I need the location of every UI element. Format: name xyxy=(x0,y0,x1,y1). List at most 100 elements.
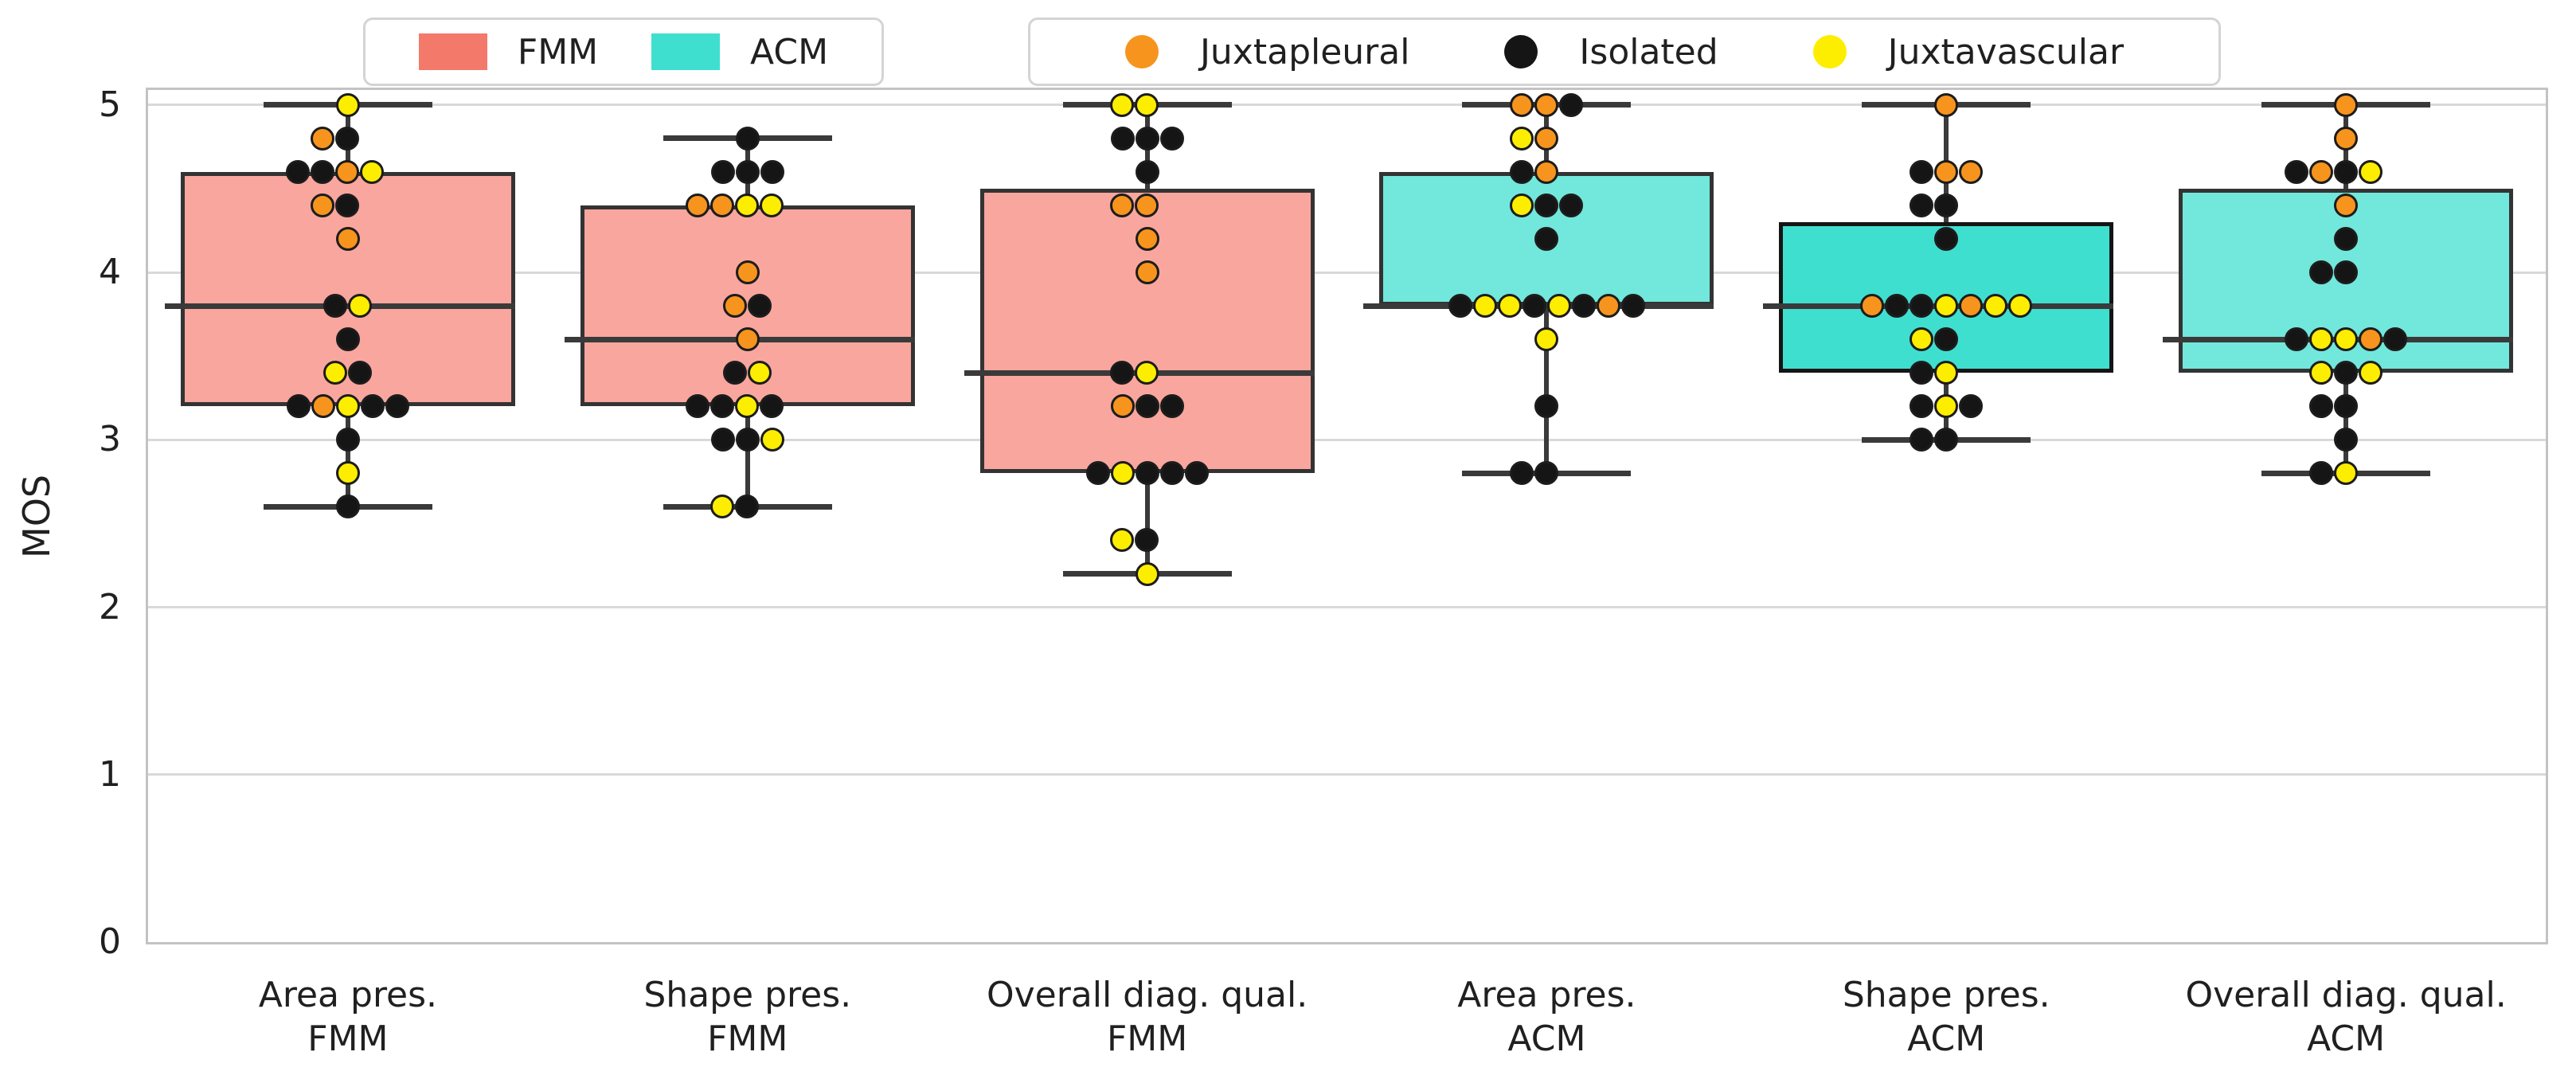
legend-swatch-icon xyxy=(651,33,721,70)
dot-black xyxy=(1534,194,1559,218)
dot-black xyxy=(1110,126,1135,151)
dot-black xyxy=(686,394,710,419)
y-tick-label: 4 xyxy=(99,252,121,293)
dot-black xyxy=(2308,394,2333,419)
dot-orange xyxy=(2334,194,2359,218)
x-tick-line1: Area pres. xyxy=(258,975,438,1015)
dot-orange xyxy=(1534,160,1558,184)
dot-yellow xyxy=(2333,461,2358,486)
dot-orange xyxy=(335,160,360,184)
dot-black xyxy=(1959,394,1984,419)
y-axis-label: MOS xyxy=(15,474,58,558)
dot-black xyxy=(735,428,760,452)
dot-black xyxy=(1910,294,1934,319)
dot-black xyxy=(360,394,385,419)
x-tick-line2: FMM xyxy=(307,1018,389,1059)
dot-black xyxy=(335,126,360,151)
dot-orange xyxy=(1959,294,1984,319)
x-tick-line1: Overall diag. qual. xyxy=(2185,975,2507,1015)
plot-area xyxy=(146,88,2548,944)
x-tick-label: Overall diag. qual.ACM xyxy=(2146,973,2546,1061)
dot-black xyxy=(1534,461,1558,486)
dot-black xyxy=(385,394,409,419)
x-tick-line2: ACM xyxy=(1507,1018,1586,1059)
legend-swatch-icon xyxy=(418,33,487,70)
dot-yellow xyxy=(2309,361,2334,385)
dot-orange xyxy=(2308,160,2333,184)
dot-black xyxy=(748,294,772,319)
y-tick-label: 5 xyxy=(99,84,121,125)
dot-yellow xyxy=(2008,294,2033,319)
legend-nodule-type: Juxtapleural Isolated Juxtavascular xyxy=(1028,18,2221,86)
dot-black xyxy=(1885,294,1910,319)
dot-black xyxy=(1135,461,1159,486)
x-tick-label: Area pres.FMM xyxy=(148,973,548,1061)
dot-yellow xyxy=(1934,294,1959,319)
dot-black xyxy=(335,327,360,352)
gridline xyxy=(148,438,2546,441)
dot-black xyxy=(735,160,760,184)
dot-orange xyxy=(1959,160,1984,184)
dot-orange xyxy=(735,260,760,285)
dot-orange xyxy=(311,126,335,151)
dot-orange xyxy=(710,194,735,218)
dot-yellow xyxy=(1984,294,2008,319)
dot-black xyxy=(1559,194,1584,218)
dot-black xyxy=(1159,394,1184,419)
y-tick-label: 3 xyxy=(99,419,121,460)
dot-orange xyxy=(1135,227,1159,252)
dot-black xyxy=(723,361,748,385)
dot-black xyxy=(2334,428,2359,452)
legend-entry-isolated: Isolated xyxy=(1504,32,1718,72)
dot-black xyxy=(1135,126,1159,151)
dot-orange xyxy=(1934,160,1959,184)
dot-black xyxy=(2383,327,2408,352)
legend-label: Isolated xyxy=(1579,31,1718,72)
x-tick-label: Shape pres.ACM xyxy=(1746,973,2146,1061)
dot-yellow xyxy=(1497,294,1522,319)
legend-entry-juxtavascular: Juxtavascular xyxy=(1812,31,2125,72)
dot-yellow xyxy=(360,160,385,184)
dot-black xyxy=(335,194,360,218)
dot-black xyxy=(735,495,760,519)
x-tick-line1: Overall diag. qual. xyxy=(986,975,1308,1015)
x-tick-line1: Area pres. xyxy=(1457,975,1636,1015)
dot-orange xyxy=(2334,92,2359,117)
dot-yellow xyxy=(2309,327,2334,352)
dot-yellow xyxy=(1472,294,1497,319)
dot-orange xyxy=(311,394,335,419)
dot-orange xyxy=(1135,194,1159,218)
dot-yellow xyxy=(1135,92,1159,117)
dot-black xyxy=(1933,327,1958,352)
dot-black xyxy=(1110,361,1135,385)
dot-orange xyxy=(1510,92,1534,117)
dot-orange xyxy=(335,227,360,252)
dot-black xyxy=(323,294,348,319)
x-tick-line1: Shape pres. xyxy=(1842,975,2050,1015)
y-tick-label: 2 xyxy=(99,586,121,628)
x-tick-line2: ACM xyxy=(1907,1018,1986,1059)
box-rect xyxy=(580,205,915,407)
dot-orange xyxy=(1110,394,1135,419)
dot-yellow xyxy=(1110,528,1135,553)
x-tick-line2: ACM xyxy=(2307,1018,2386,1059)
legend-label: Juxtapleural xyxy=(1199,31,1410,72)
dot-black xyxy=(710,160,735,184)
legend-label: Juxtavascular xyxy=(1887,31,2125,72)
legend-dot-icon xyxy=(1124,35,1159,68)
dot-orange xyxy=(1110,194,1135,218)
dot-orange xyxy=(1860,294,1885,319)
dot-black xyxy=(1509,160,1534,184)
dot-yellow xyxy=(1509,126,1534,151)
dot-black xyxy=(1159,126,1184,151)
dot-orange xyxy=(1534,92,1559,117)
dot-yellow xyxy=(2359,361,2383,385)
dot-yellow xyxy=(748,361,772,385)
dot-black xyxy=(1933,428,1958,452)
dot-black xyxy=(348,361,373,385)
dot-black xyxy=(1184,461,1209,486)
dot-black xyxy=(2308,461,2333,486)
dot-yellow xyxy=(1934,394,1959,419)
dot-yellow xyxy=(1110,461,1135,486)
dot-yellow xyxy=(335,92,360,117)
